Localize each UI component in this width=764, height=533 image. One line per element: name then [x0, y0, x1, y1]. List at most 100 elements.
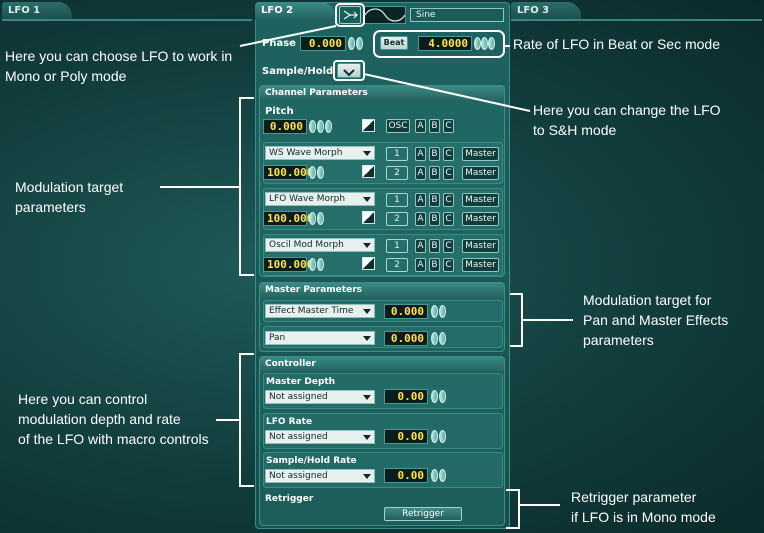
- pitch-osc-c[interactable]: C: [443, 119, 454, 133]
- lfo-rate-value[interactable]: 0.00: [384, 429, 428, 444]
- rate-knob-1[interactable]: [474, 37, 481, 50]
- mod-target-invert-1-icon[interactable]: [362, 165, 375, 178]
- annotation-macro: Here you can control modulation depth an…: [18, 391, 209, 447]
- master-target-value-2[interactable]: 0.000: [384, 331, 428, 346]
- annotation-master-target: Modulation target for Pan and Master Eff…: [583, 292, 729, 348]
- mod-target-1-a-2[interactable]: A: [415, 166, 426, 180]
- master-depth-value[interactable]: 0.00: [384, 389, 428, 404]
- lfo-rate-knob-a[interactable]: [431, 430, 438, 443]
- sine-wave-icon: [364, 8, 406, 22]
- chevron-down-icon: [363, 336, 371, 341]
- mod-target-3-master-2[interactable]: Master: [462, 258, 499, 272]
- waveform-selector[interactable]: Sine: [410, 8, 504, 22]
- mod-target-1-slot-1[interactable]: 1: [386, 147, 408, 161]
- master-knob-1a[interactable]: [431, 305, 438, 318]
- lfo-rate-knob-b[interactable]: [439, 430, 446, 443]
- mod-target-select-1[interactable]: WS Wave Morph: [265, 146, 375, 160]
- mod-target-knob-3b[interactable]: [317, 258, 324, 271]
- mod-target-invert-3-icon[interactable]: [362, 257, 375, 270]
- tab-lfo3[interactable]: LFO 3: [511, 2, 581, 20]
- mod-target-knob-1a[interactable]: [309, 166, 316, 179]
- tab-lfo1[interactable]: LFO 1: [2, 2, 72, 20]
- phase-knob-right[interactable]: [356, 37, 363, 50]
- mod-target-3-b-2[interactable]: B: [429, 258, 440, 272]
- mod-target-2-a-2[interactable]: A: [415, 212, 426, 226]
- sample-hold-rate-select[interactable]: Not assigned: [265, 469, 375, 483]
- mod-target-2-slot-2[interactable]: 2: [386, 212, 408, 226]
- tab-lfo2[interactable]: LFO 2: [255, 2, 335, 20]
- mod-target-3-c-1[interactable]: C: [443, 239, 454, 253]
- mono-poly-button[interactable]: [339, 6, 361, 24]
- mod-target-1-a-1[interactable]: A: [415, 147, 426, 161]
- master-knob-2a[interactable]: [431, 332, 438, 345]
- mod-target-1-master-1[interactable]: Master: [462, 147, 499, 161]
- mod-target-select-3[interactable]: Oscil Mod Morph: [265, 238, 375, 252]
- mod-target-value-3[interactable]: 100.000: [263, 257, 313, 272]
- mod-target-knob-1b[interactable]: [317, 166, 324, 179]
- pitch-knob-3[interactable]: [325, 120, 332, 133]
- mod-target-knob-2b[interactable]: [317, 212, 324, 225]
- mod-target-3-master-1[interactable]: Master: [462, 239, 499, 253]
- mod-target-2-slot-1[interactable]: 1: [386, 193, 408, 207]
- phase-knob-left[interactable]: [348, 37, 355, 50]
- master-depth-knob-b[interactable]: [439, 390, 446, 403]
- rate-knob-3[interactable]: [488, 37, 495, 50]
- mod-target-knob-2a[interactable]: [309, 212, 316, 225]
- mod-target-value-1[interactable]: 100.000: [263, 165, 313, 180]
- mod-target-1-b-1[interactable]: B: [429, 147, 440, 161]
- master-knob-1b[interactable]: [439, 305, 446, 318]
- mod-target-2-master-1[interactable]: Master: [462, 193, 499, 207]
- rate-value[interactable]: 4.0000: [418, 36, 472, 51]
- master-depth-knob-a[interactable]: [431, 390, 438, 403]
- mod-target-value-2[interactable]: 100.000: [263, 211, 313, 226]
- master-target-select-2[interactable]: Pan: [265, 331, 375, 345]
- phase-value[interactable]: 0.000: [300, 36, 346, 51]
- master-knob-2b[interactable]: [439, 332, 446, 345]
- beat-sec-button[interactable]: Beat: [380, 36, 408, 50]
- mod-target-invert-2-icon[interactable]: [362, 211, 375, 224]
- mod-target-2-a-1[interactable]: A: [415, 193, 426, 207]
- controller-title: Controller: [260, 357, 504, 372]
- retrigger-button[interactable]: Retrigger: [384, 507, 462, 521]
- rate-knob-2[interactable]: [481, 37, 488, 50]
- mod-target-3-a-2[interactable]: A: [415, 258, 426, 272]
- mod-target-3-slot-1[interactable]: 1: [386, 239, 408, 253]
- mono-poly-icon: [343, 10, 358, 20]
- lfo-rate-select[interactable]: Not assigned: [265, 430, 375, 444]
- pitch-invert-icon[interactable]: [362, 119, 375, 132]
- mod-target-2-b-2[interactable]: B: [429, 212, 440, 226]
- sample-hold-rate-value[interactable]: 0.00: [384, 468, 428, 483]
- mod-target-2-b-1[interactable]: B: [429, 193, 440, 207]
- mod-target-2-master-2[interactable]: Master: [462, 212, 499, 226]
- pitch-knob-1[interactable]: [309, 120, 316, 133]
- mod-target-2-c-2[interactable]: C: [443, 212, 454, 226]
- mod-target-1-c-1[interactable]: C: [443, 147, 454, 161]
- master-depth-select[interactable]: Not assigned: [265, 390, 375, 404]
- tab-underline-lfo3: [511, 19, 762, 21]
- master-target-select-1[interactable]: Effect Master Time: [265, 304, 375, 318]
- mod-target-2-c-1[interactable]: C: [443, 193, 454, 207]
- mod-target-1-master-2[interactable]: Master: [462, 166, 499, 180]
- chevron-down-icon: [363, 151, 371, 156]
- pitch-knob-2[interactable]: [317, 120, 324, 133]
- pitch-osc-b[interactable]: B: [429, 119, 440, 133]
- pitch-osc-button[interactable]: OSC: [386, 119, 410, 133]
- mod-target-3-b-1[interactable]: B: [429, 239, 440, 253]
- sample-hold-button[interactable]: [337, 63, 361, 78]
- pitch-value[interactable]: 0.000: [263, 119, 307, 134]
- pitch-label: Pitch: [265, 106, 294, 117]
- sample-hold-rate-knob-b[interactable]: [439, 469, 446, 482]
- annotation-retrigger: Retrigger parameter if LFO is in Mono mo…: [571, 489, 716, 525]
- mod-target-3-a-1[interactable]: A: [415, 239, 426, 253]
- mod-target-select-2[interactable]: LFO Wave Morph: [265, 192, 375, 206]
- sample-hold-rate-knob-a[interactable]: [431, 469, 438, 482]
- mod-target-3-c-2[interactable]: C: [443, 258, 454, 272]
- mod-target-knob-3a[interactable]: [309, 258, 316, 271]
- mod-target-1-c-2[interactable]: C: [443, 166, 454, 180]
- master-target-value-1[interactable]: 0.000: [384, 304, 428, 319]
- mod-target-1-slot-2[interactable]: 2: [386, 166, 408, 180]
- mod-target-1-b-2[interactable]: B: [429, 166, 440, 180]
- pitch-osc-a[interactable]: A: [415, 119, 426, 133]
- mod-target-3-slot-2[interactable]: 2: [386, 258, 408, 272]
- annotation-rate: Rate of LFO in Beat or Sec mode: [513, 36, 720, 52]
